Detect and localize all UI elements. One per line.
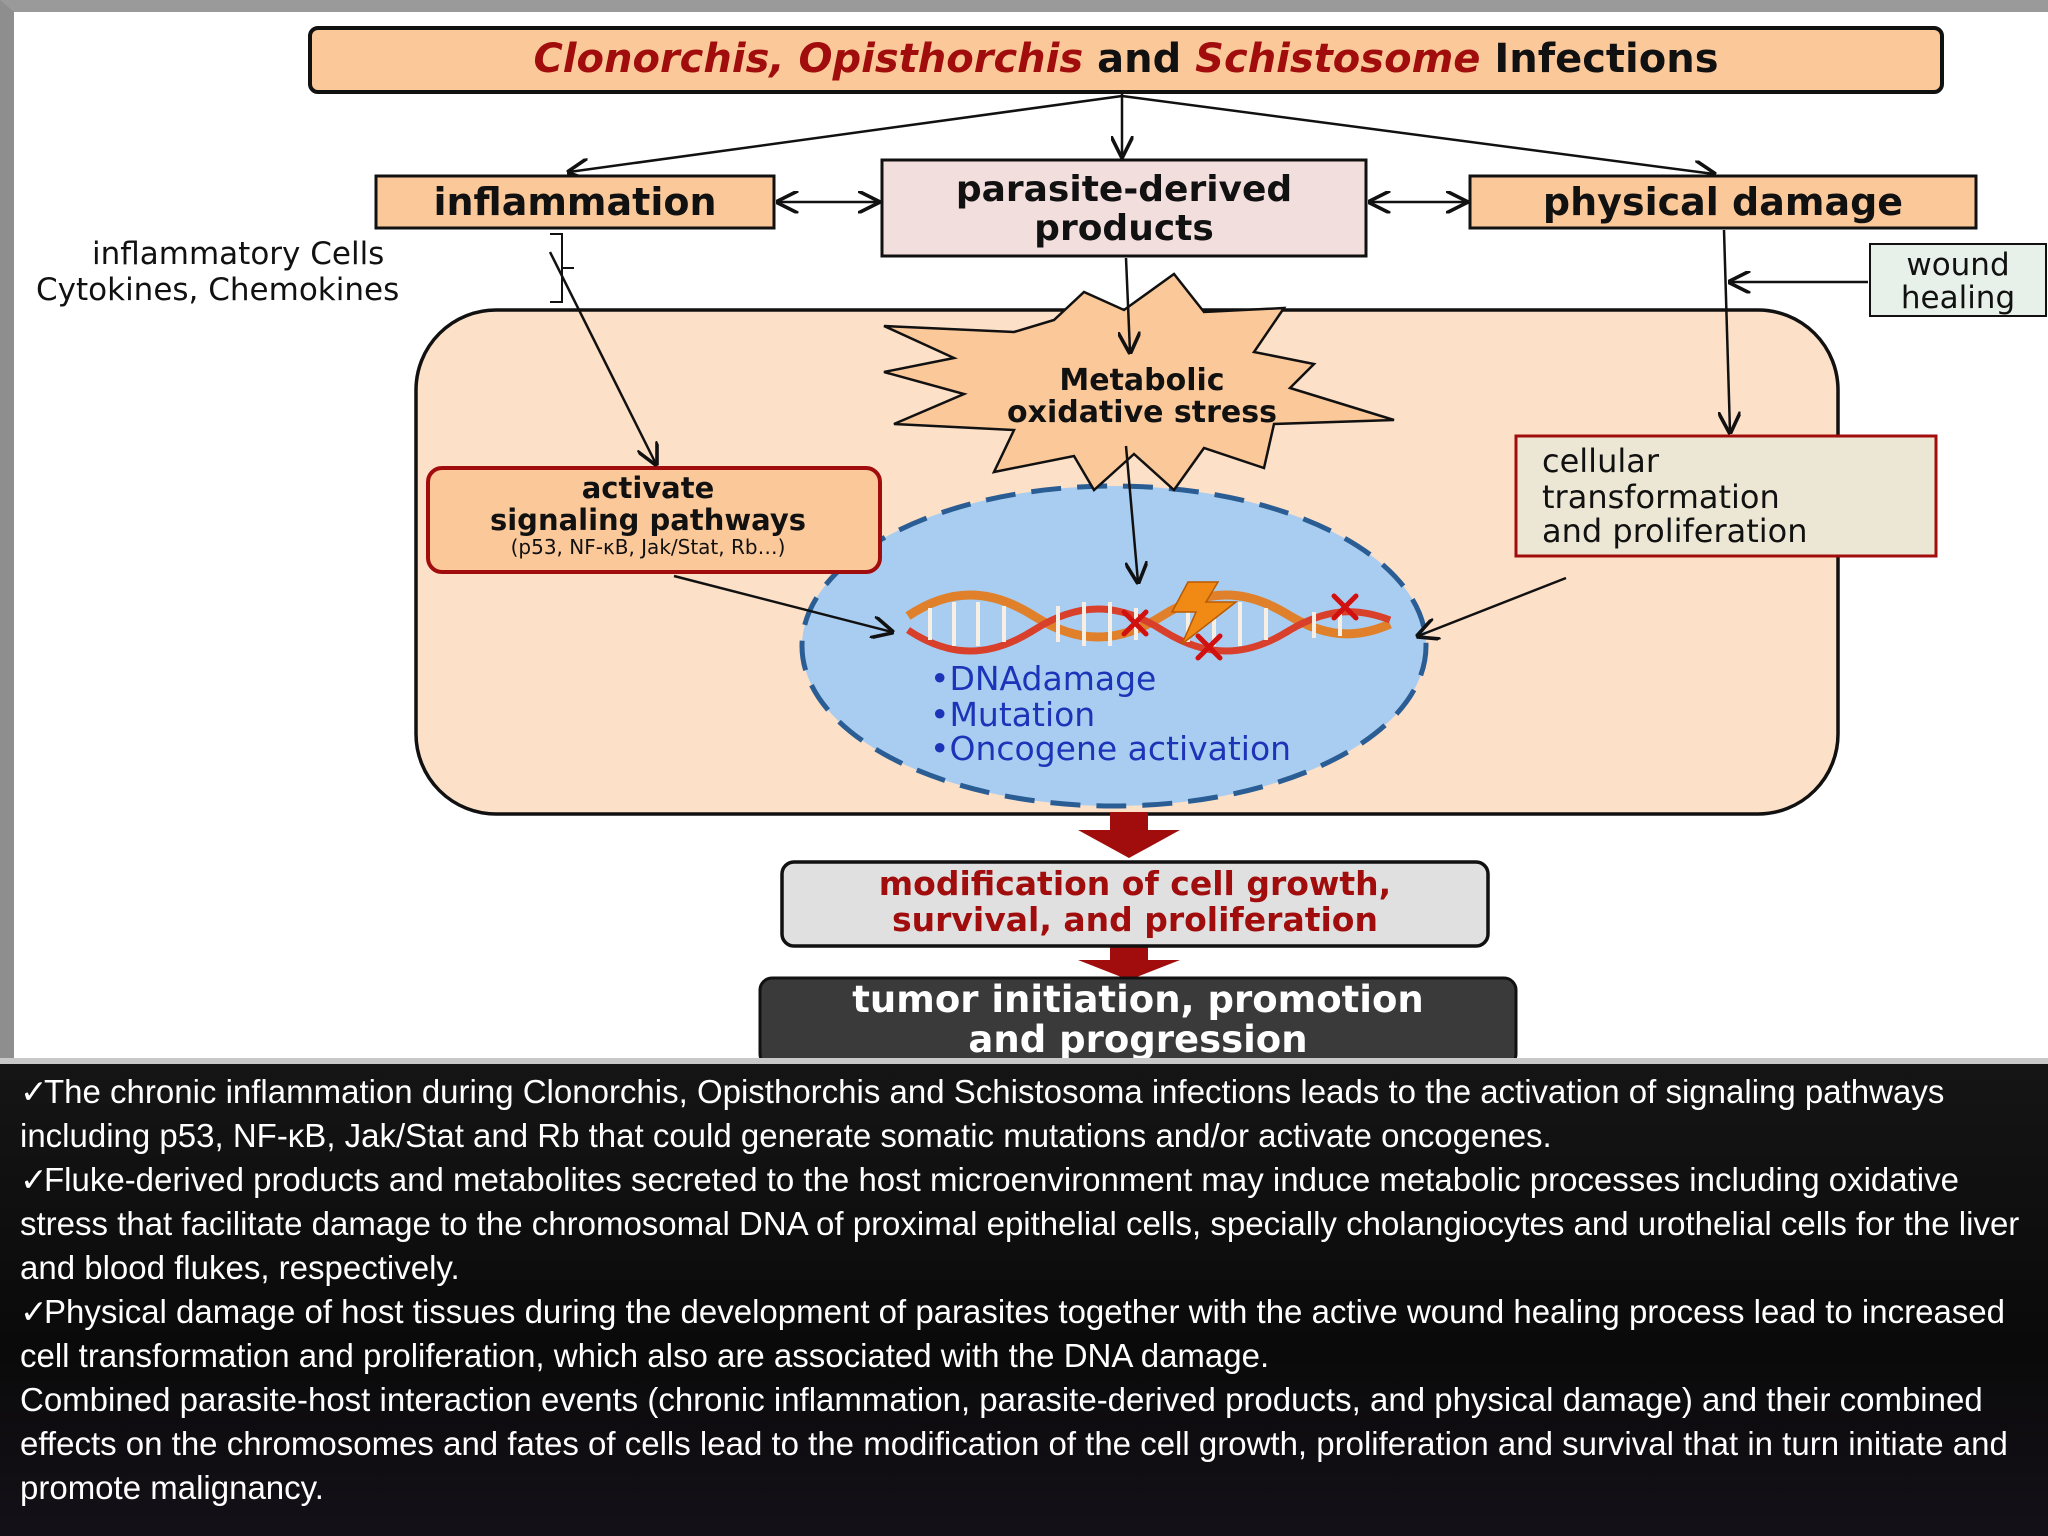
metabolic-starburst xyxy=(883,272,1395,492)
caption-text-2: Fluke-derived products and metabolites s… xyxy=(20,1161,2020,1286)
arrow-physical-cellular xyxy=(1724,229,1730,432)
dna-helix xyxy=(905,590,1392,655)
caption-panel: ✓The chronic inflammation during Clonorc… xyxy=(0,1058,2048,1536)
diagram-panel: Clonorchis, Opisthorchis and Schistosome… xyxy=(0,0,2048,1068)
physical-damage-box xyxy=(1468,174,1978,230)
caption-text-1: The chronic inflammation during Clonorch… xyxy=(20,1073,1945,1154)
cellular-line3: and proliferation xyxy=(1542,512,1808,550)
inflammatory-cells-label: inflammatory Cells xyxy=(92,236,384,272)
metabolic-label: Metabolic xyxy=(1059,363,1224,398)
arrow-metabolic-dna xyxy=(1124,445,1138,582)
oxidative-stress-label: oxidative stress xyxy=(1007,395,1277,430)
diagram-title: Clonorchis, Opisthorchis and Schistosome… xyxy=(533,36,1718,82)
caption-text-4: Combined parasite-host interaction event… xyxy=(20,1381,2008,1506)
tumor-line1: tumor initiation, promotion xyxy=(852,978,1424,1021)
caption-paragraph-2: ✓Fluke-derived products and metabolites … xyxy=(20,1158,2032,1290)
modification-line2: survival, and proliferation xyxy=(892,900,1378,939)
healing-label: healing xyxy=(1901,280,2015,316)
tumor-line2: and progression xyxy=(968,1018,1307,1061)
parasite-products-line1: parasite-derived xyxy=(956,169,1292,210)
arrow-cellular-dna xyxy=(1418,576,1567,636)
modification-line1: modification of cell growth, xyxy=(879,864,1391,903)
arrow-title-physical xyxy=(1121,94,1714,174)
cytokines-label: Cytokines, Chemokines xyxy=(36,272,399,308)
caption-paragraph-1: ✓The chronic inflammation during Clonorc… xyxy=(20,1070,2032,1158)
mutation-label: •Mutation xyxy=(930,695,1095,734)
checkmark-icon: ✓ xyxy=(20,1161,48,1198)
cellular-line2: transformation xyxy=(1542,478,1780,516)
red-arrow-to-tumor xyxy=(1078,944,1180,980)
inflammation-label: inflammation xyxy=(433,180,716,224)
arrow-inflammation-signaling xyxy=(548,251,656,464)
physical-damage-label: physical damage xyxy=(1543,180,1903,224)
signaling-activate: activate xyxy=(582,471,715,505)
checkmark-icon: ✓ xyxy=(20,1073,48,1110)
inflammation-box xyxy=(374,174,776,230)
signaling-pathways: signaling pathways xyxy=(490,503,806,537)
parasite-products-line2: products xyxy=(1034,208,1214,249)
oncogene-activation-label: •Oncogene activation xyxy=(930,729,1291,768)
lightning-bolt-icon xyxy=(1170,581,1239,645)
arrow-title-inflammation xyxy=(569,94,1123,172)
cellular-line1: cellular xyxy=(1542,442,1660,480)
title-box xyxy=(308,26,1944,94)
caption-text-3: Physical damage of host tissues during t… xyxy=(20,1293,2006,1374)
wound-healing-box xyxy=(1869,243,2047,317)
modification-box xyxy=(780,860,1490,948)
caption-paragraph-4: Combined parasite-host interaction event… xyxy=(20,1378,2032,1510)
arrow-products-metabolic xyxy=(1126,257,1130,352)
nucleus xyxy=(799,483,1429,809)
dna-damage-label: •DNAdamage xyxy=(930,659,1156,698)
cellular-box xyxy=(1514,434,1938,558)
checkmark-icon: ✓ xyxy=(20,1293,48,1330)
note-bracket xyxy=(550,233,574,303)
red-arrow-to-modification xyxy=(1078,812,1180,858)
parasite-products-box xyxy=(880,158,1368,258)
caption-paragraph-3: ✓Physical damage of host tissues during … xyxy=(20,1290,2032,1378)
arrow-signaling-dna xyxy=(673,574,892,632)
mutation-mark-icon xyxy=(1121,593,1359,661)
wound-label: wound xyxy=(1906,247,2009,283)
pathogenesis-diagram: Clonorchis, Opisthorchis and Schistosome… xyxy=(36,26,2047,1068)
signaling-examples: (p53, NF-κB, Jak/Stat, Rb…) xyxy=(511,535,786,559)
